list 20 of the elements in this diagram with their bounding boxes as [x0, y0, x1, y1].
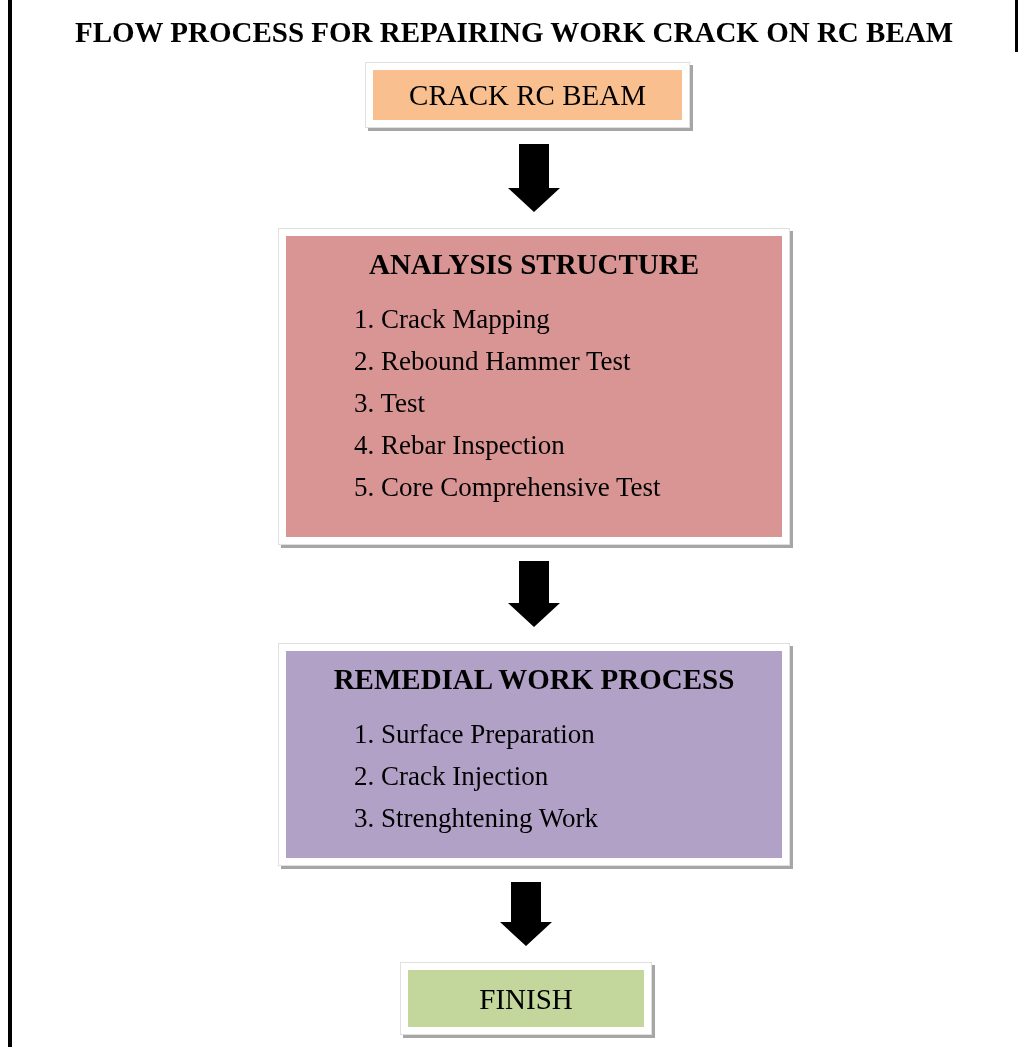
- box-label: CRACK RC BEAM: [409, 78, 646, 113]
- diagram-title: FLOW PROCESS FOR REPAIRING WORK CRACK ON RC BEAM: [73, 15, 955, 50]
- process-box: [278, 643, 790, 866]
- list-item: 4. Rebar Inspection: [354, 430, 565, 460]
- list-item: 1. Crack Mapping: [354, 304, 550, 334]
- box-heading: REMEDIAL WORK PROCESS: [333, 663, 735, 695]
- list-item: 1. Surface Preparation: [354, 719, 595, 749]
- process-box: [278, 228, 790, 545]
- box-heading: ANALYSIS STRUCTURE: [368, 248, 700, 280]
- list-item: 2. Crack Injection: [354, 761, 549, 791]
- list-item: 2. Rebound Hammer Test: [354, 346, 631, 376]
- list-item: 5. Core Comprehensive Test: [354, 472, 661, 502]
- block-arrow: [500, 882, 552, 946]
- process-box: [365, 62, 690, 128]
- list-item: 3. Strenghtening Work: [354, 803, 599, 833]
- block-arrow: [508, 561, 560, 627]
- process-box: [400, 962, 652, 1035]
- box-label: FINISH: [479, 981, 573, 1017]
- block-arrow: [508, 144, 560, 212]
- list-item: 3. Test: [354, 388, 426, 418]
